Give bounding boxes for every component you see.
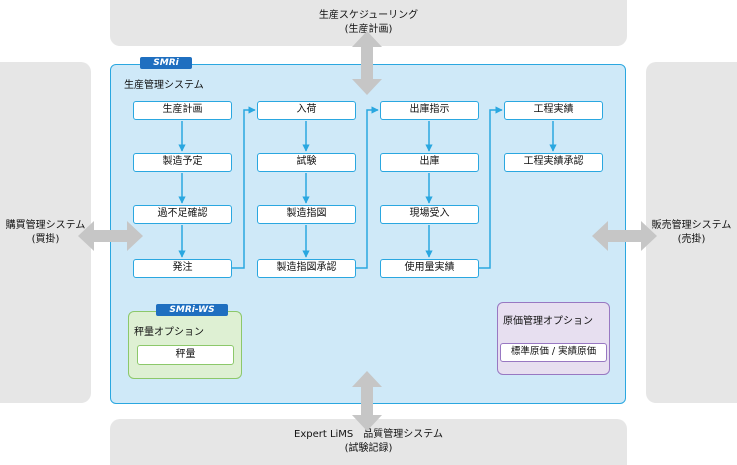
weighing-option-title: 秤量オプション xyxy=(134,327,204,338)
step-box: 製造指図 xyxy=(257,205,356,224)
step-box: 出庫指示 xyxy=(380,101,479,120)
step-box: 発注 xyxy=(133,259,232,278)
double-arrow-left xyxy=(78,221,143,251)
external-system-sub: (買掛) xyxy=(31,233,60,245)
panel-title: 生産管理システム xyxy=(124,80,204,91)
step-box: 入荷 xyxy=(257,101,356,120)
flow-connector xyxy=(232,106,256,269)
step-box: 試験 xyxy=(257,153,356,172)
double-arrow-top xyxy=(352,31,382,95)
step-box: 現場受入 xyxy=(380,205,479,224)
step-box: 出庫 xyxy=(380,153,479,172)
external-system-name: 販売管理システム xyxy=(651,219,732,231)
external-system-purchasing: 購買管理システム (買掛) xyxy=(0,62,91,403)
external-system-sub: (売掛) xyxy=(677,233,706,245)
external-system-sub: (生産計画) xyxy=(344,24,393,35)
external-system-name: 生産スケジューリング xyxy=(318,10,419,21)
step-box: 製造予定 xyxy=(133,153,232,172)
cost-box: 標準原価 / 実績原価 xyxy=(500,343,607,362)
external-system-sub: (試験記録) xyxy=(344,443,393,454)
double-arrow-bottom xyxy=(352,371,382,431)
flow-connector xyxy=(479,106,503,269)
smri-ws-tag: SMRi-WS xyxy=(156,304,228,316)
step-box: 生産計画 xyxy=(133,101,232,120)
double-arrow-right xyxy=(592,221,657,251)
weighing-box: 秤量 xyxy=(137,345,234,365)
cost-option-panel xyxy=(497,302,610,375)
step-box: 工程実績 xyxy=(504,101,603,120)
step-box: 過不足確認 xyxy=(133,205,232,224)
step-box: 使用量実績 xyxy=(380,259,479,278)
smri-tag: SMRi xyxy=(140,57,192,69)
external-system-sales: 販売管理システム (売掛) xyxy=(646,62,737,403)
external-system-name: 購買管理システム xyxy=(5,219,86,231)
flow-connector xyxy=(356,106,379,269)
cost-option-title: 原価管理オプション xyxy=(503,316,593,327)
external-system-name: Expert LiMS 品質管理システム xyxy=(294,429,443,440)
step-box: 製造指図承認 xyxy=(257,259,356,278)
step-box: 工程実績承認 xyxy=(504,153,603,172)
